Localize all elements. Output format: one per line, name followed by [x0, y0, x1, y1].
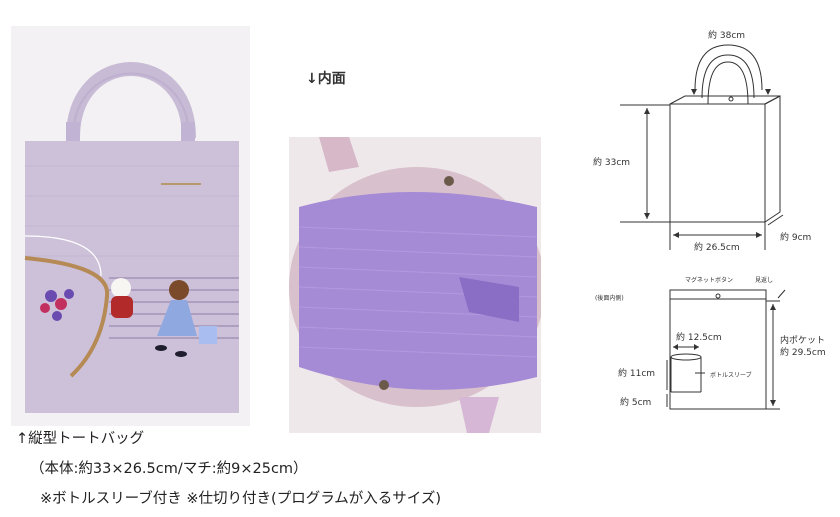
back-inner-label: (後面内側) [595, 295, 624, 302]
size-diagram-top: 約 38cm 約 33cm 約 26.5cm 約 9cm [590, 0, 840, 255]
facing-label: 見返し [755, 277, 774, 284]
bottle-sleeve-label: ボトルスリーブ [710, 372, 752, 379]
sleeve-width-label: 約 12.5cm [676, 333, 722, 343]
inner-pocket-label: 内ポケット [780, 336, 826, 346]
width-label: 約 26.5cm [694, 243, 740, 253]
product-features: ※ボトルスリーブ付き ※仕切り付き(プログラムが入るサイズ) [40, 491, 441, 507]
height-label: 約 33cm [593, 158, 631, 168]
bag-front-photo [11, 26, 250, 426]
magnet-button-label: マグネットボタン [685, 277, 734, 284]
inner-view-caption: ↓内面 [306, 71, 346, 87]
sleeve-height-label: 約 11cm [618, 369, 656, 379]
gusset-label: 約 9cm [780, 233, 812, 243]
bag-inner-photo [289, 137, 541, 433]
sleeve-bottom-label: 約 5cm [620, 398, 652, 408]
product-name: ↑縦型トートバッグ [16, 431, 145, 447]
handle-length-label: 約 38cm [708, 31, 746, 41]
inner-pocket-size: 約 29.5cm [780, 348, 826, 358]
product-dimensions: （本体:約33×26.5cm/マチ:約9×25cm） [30, 461, 308, 477]
size-diagram-bottom: (後面内側) マグネットボタン 見返し 約 12.5cm 内ポケット 約 29.… [590, 255, 840, 420]
